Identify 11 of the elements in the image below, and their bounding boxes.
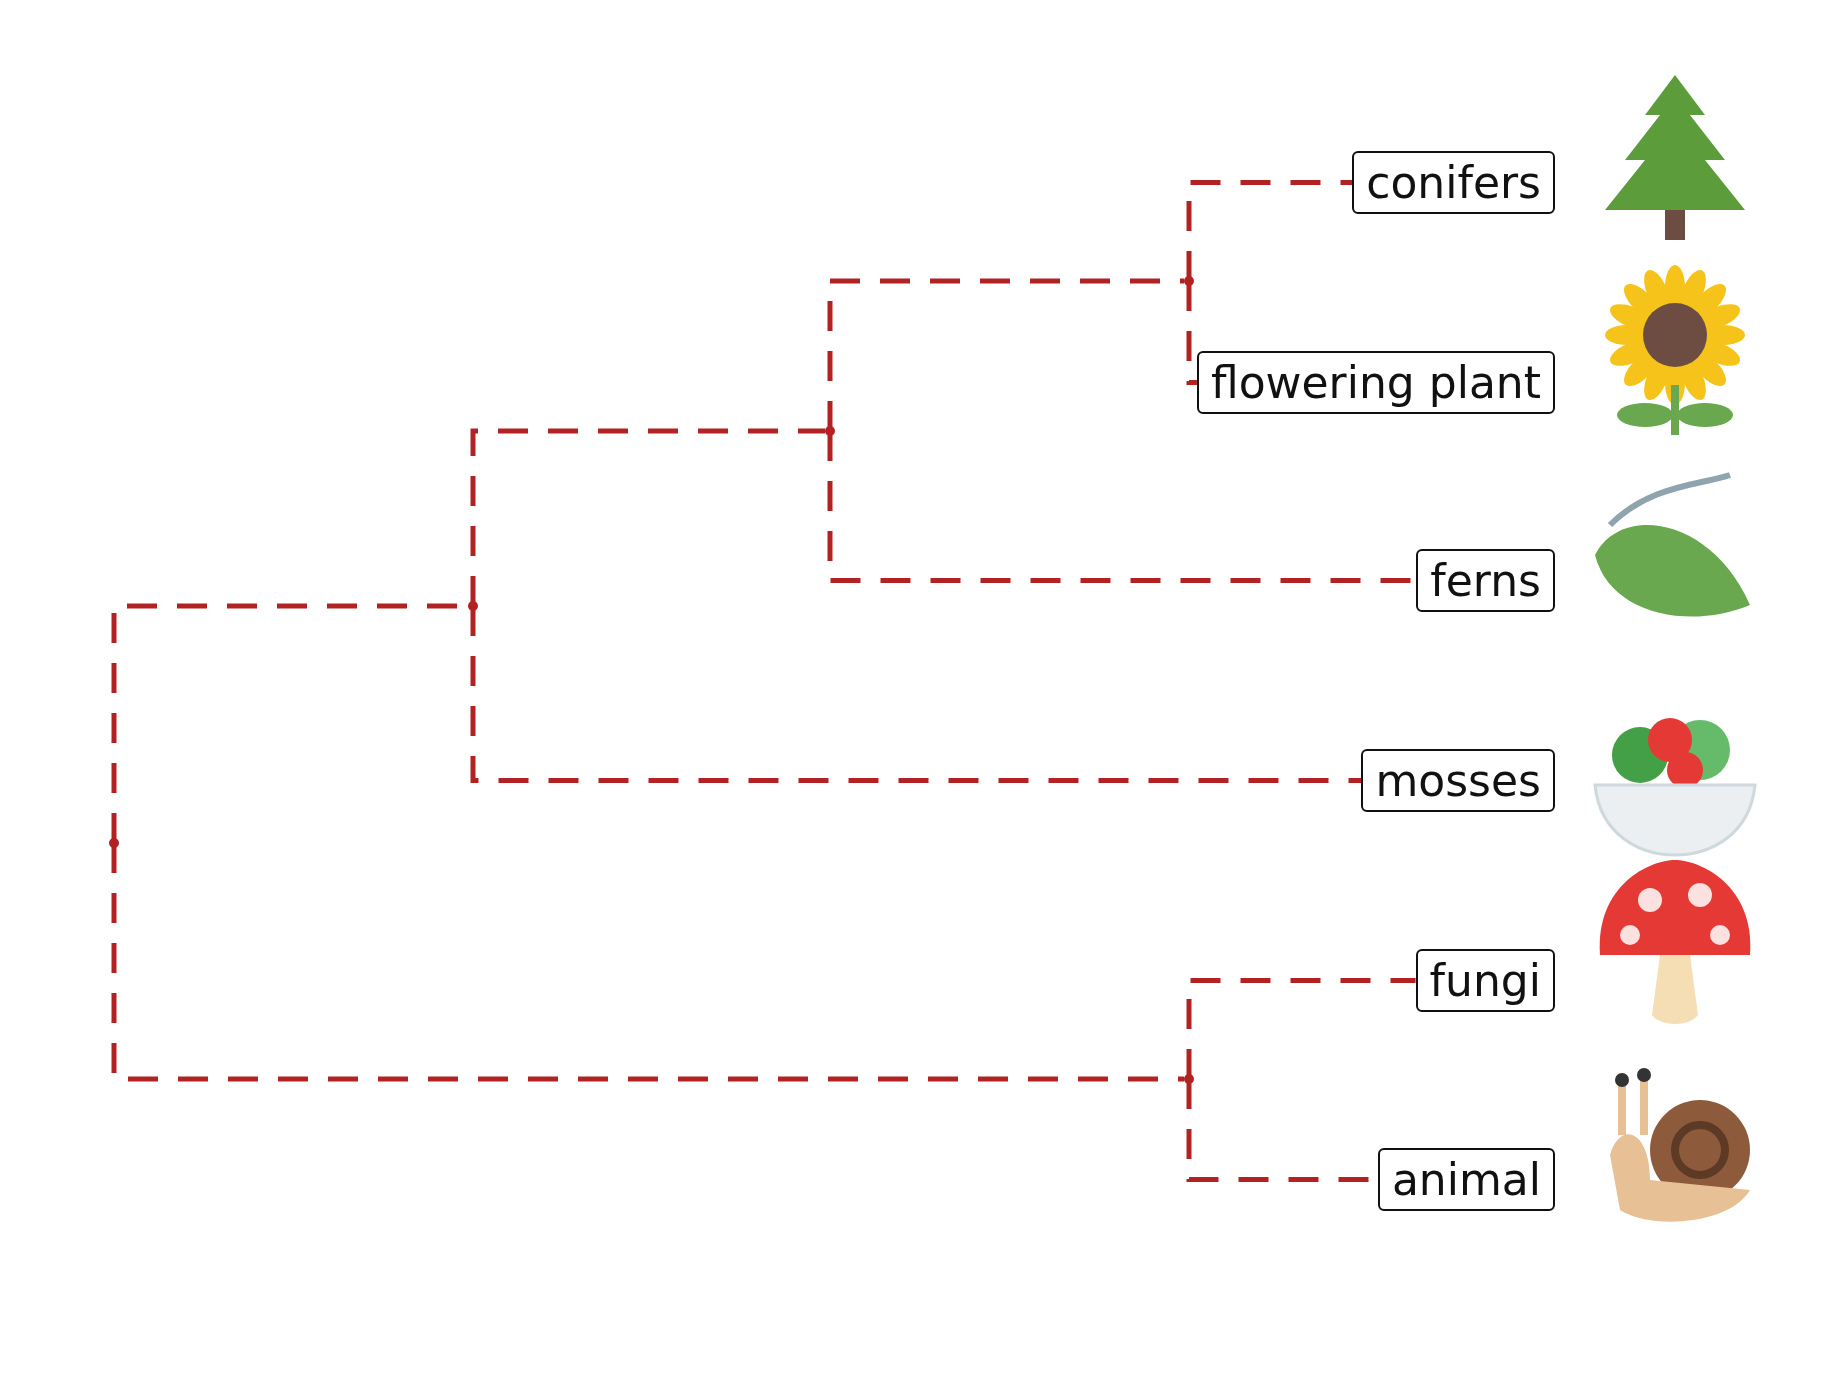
leaf-label: ferns [1416, 549, 1555, 612]
leaf-label: flowering plant [1196, 351, 1555, 414]
leaf-label: animal [1377, 1148, 1555, 1211]
branch-point [1184, 1074, 1194, 1084]
branch-point [1184, 276, 1194, 286]
leaf-label: conifers [1352, 151, 1555, 214]
branch-point [825, 426, 835, 436]
branch-point [468, 601, 478, 611]
branch-point [109, 838, 119, 848]
leaf-label: mosses [1361, 749, 1555, 812]
leaf-label: fungi [1415, 949, 1555, 1012]
